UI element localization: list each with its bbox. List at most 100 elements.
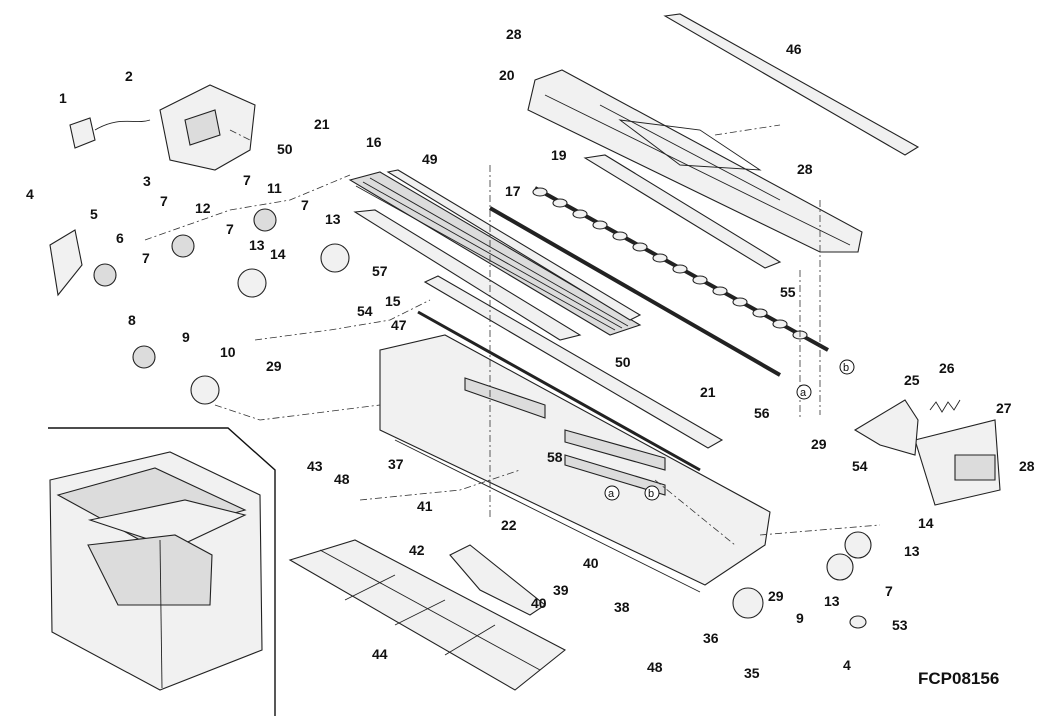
callout-29: 29 [811, 436, 827, 452]
callout-4: 4 [843, 657, 851, 673]
callout-4: 4 [26, 186, 34, 202]
part-15-shaft [417, 275, 724, 472]
circle-label-a-lower: a [604, 485, 620, 501]
callout-8: 8 [128, 312, 136, 328]
callout-48: 48 [647, 659, 663, 675]
callout-11: 11 [267, 180, 282, 196]
callout-17: 17 [505, 183, 521, 199]
svg-text:a: a [608, 488, 615, 500]
circle-label-b-lower: b [644, 485, 660, 501]
callout-7: 7 [885, 583, 893, 599]
callout-39: 39 [553, 582, 569, 598]
callout-29: 29 [266, 358, 282, 374]
part-37-frame [379, 334, 771, 593]
callout-2: 2 [125, 68, 133, 84]
callout-6: 6 [116, 230, 124, 246]
callout-13: 13 [904, 543, 920, 559]
callout-22: 22 [501, 517, 517, 533]
printer-locator-inset [48, 427, 276, 716]
callout-37: 37 [388, 456, 404, 472]
callout-13: 13 [824, 593, 840, 609]
callout-27: 27 [996, 400, 1012, 416]
callout-28: 28 [506, 26, 522, 42]
callout-7: 7 [243, 172, 251, 188]
part-17-roller [489, 186, 829, 377]
roller-fin [712, 286, 728, 296]
callout-9: 9 [796, 610, 804, 626]
callout-43: 43 [307, 458, 323, 474]
callout-16: 16 [366, 134, 382, 150]
part-25-bracket [853, 399, 919, 456]
callout-29: 29 [768, 588, 784, 604]
callout-7: 7 [160, 193, 168, 209]
part-39 [449, 544, 546, 616]
callout-36: 36 [703, 630, 719, 646]
callout-25: 25 [904, 372, 920, 388]
part-19-plate [583, 154, 782, 269]
roller-fin [652, 253, 668, 263]
callout-55: 55 [780, 284, 796, 300]
part-26-spring [929, 399, 961, 413]
roller-fin [692, 275, 708, 285]
figure-code: FCP08156 [918, 669, 999, 688]
roller-fin [672, 264, 688, 274]
callout-56: 56 [754, 405, 770, 421]
callout-58: 58 [547, 449, 563, 465]
part-57-plate [353, 209, 582, 341]
part-27-bracket [914, 419, 1001, 506]
callout-42: 42 [409, 542, 425, 558]
callout-12: 12 [195, 200, 211, 216]
roller-fin [772, 319, 788, 329]
svg-text:a: a [800, 387, 807, 399]
callout-14: 14 [270, 246, 286, 262]
callout-40: 40 [531, 595, 547, 611]
callout-54: 54 [357, 303, 373, 319]
roller-fin [752, 308, 768, 318]
callout-13: 13 [249, 237, 265, 253]
svg-text:b: b [648, 488, 654, 500]
callout-14: 14 [918, 515, 934, 531]
part-46-strip [663, 13, 920, 156]
callout-7: 7 [226, 221, 234, 237]
circle-label-a: a [796, 384, 812, 400]
callout-41: 41 [417, 498, 433, 514]
circle-label-b: b [839, 359, 855, 375]
callout-labels: 28 20 46 2 1 3 21 16 49 19 28 50 17 4 5 … [26, 26, 1035, 688]
part-20-cover [527, 69, 863, 253]
roller-fin [572, 209, 588, 219]
callout-26: 26 [939, 360, 955, 376]
callout-28: 28 [797, 161, 813, 177]
callout-50: 50 [277, 141, 293, 157]
part-44-filter [288, 539, 567, 691]
callout-28: 28 [1019, 458, 1035, 474]
callout-53: 53 [892, 617, 908, 633]
part-3-bracket [159, 84, 256, 171]
callout-46: 46 [786, 41, 802, 57]
roller-fin [532, 187, 548, 197]
callout-21: 21 [700, 384, 716, 400]
callout-7: 7 [301, 197, 309, 213]
svg-text:b: b [843, 362, 849, 374]
callout-13: 13 [325, 211, 341, 227]
callout-47: 47 [391, 317, 407, 333]
callout-48: 48 [334, 471, 350, 487]
roller-fin [612, 231, 628, 241]
part-16-guide [348, 169, 642, 336]
callout-19: 19 [551, 147, 567, 163]
callout-57: 57 [372, 263, 388, 279]
part-1-connector [69, 117, 151, 149]
callout-15: 15 [385, 293, 401, 309]
gears [93, 208, 872, 629]
roller-fin [732, 297, 748, 307]
callout-38: 38 [614, 599, 630, 615]
callout-20: 20 [499, 67, 515, 83]
callout-44: 44 [372, 646, 388, 662]
part-5-plate [49, 229, 83, 297]
callout-9: 9 [182, 329, 190, 345]
roller-fin [592, 220, 608, 230]
callout-50: 50 [615, 354, 631, 370]
roller-fin [632, 242, 648, 252]
callout-54: 54 [852, 458, 868, 474]
callout-5: 5 [90, 206, 98, 222]
